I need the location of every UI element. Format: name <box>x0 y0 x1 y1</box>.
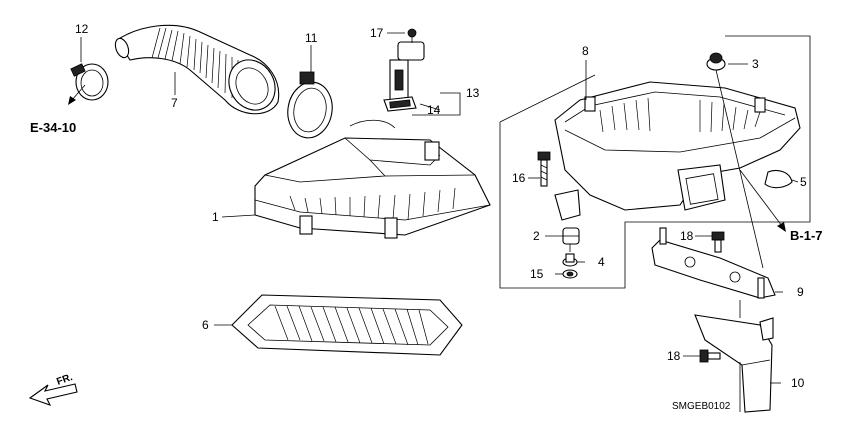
intake-hose-part <box>114 24 280 115</box>
air-cleaner-cover-part <box>254 119 491 239</box>
reference-e-34-10: E-34-10 <box>30 120 76 135</box>
sensor-screw-part <box>407 28 417 43</box>
bracket-upper-part <box>651 227 776 299</box>
collar-part <box>562 253 578 267</box>
assembly-boundary <box>499 35 811 289</box>
callout-2: 2 <box>533 229 540 243</box>
air-cleaner-case-part <box>554 81 801 221</box>
callout-18-upper: 18 <box>680 229 694 243</box>
bolt-lower-part <box>699 349 721 363</box>
hose-clamp-large-part <box>287 71 333 139</box>
callout-11: 11 <box>305 31 318 45</box>
callout-16: 16 <box>512 171 526 185</box>
callout-15: 15 <box>530 267 544 281</box>
ref-b-arrow-icon <box>739 169 786 232</box>
callout-7: 7 <box>171 96 178 110</box>
leader-lines <box>80 32 799 412</box>
callout-9: 9 <box>797 285 804 299</box>
callout-13: 13 <box>466 86 480 100</box>
diagram-code: SMGEB0102 <box>672 401 731 412</box>
callout-12: 12 <box>75 22 89 36</box>
hose-clamp-small-part <box>70 63 109 101</box>
ref-arrow-icon <box>68 84 86 105</box>
callout-3: 3 <box>752 57 759 71</box>
callout-5: 5 <box>800 175 807 189</box>
airflow-sensor-part <box>383 41 425 112</box>
callout-1: 1 <box>212 210 219 224</box>
reference-b-1-7: B-1-7 <box>790 228 823 243</box>
bolt-upper-part <box>711 231 725 253</box>
washer-part <box>562 269 578 279</box>
front-arrow-icon <box>28 383 78 406</box>
callout-17: 17 <box>370 26 384 40</box>
flange-bolt-part <box>537 151 551 187</box>
callout-18-lower: 18 <box>667 349 681 363</box>
air-filter-element-part <box>231 294 463 356</box>
mount-rubber-part <box>562 227 580 245</box>
bracket-lower-part <box>694 314 774 413</box>
callout-8: 8 <box>582 44 589 58</box>
callout-4: 4 <box>598 255 605 269</box>
front-label: FR. <box>55 372 74 388</box>
callout-10: 10 <box>791 376 805 390</box>
clip-part <box>764 169 793 189</box>
callout-14: 14 <box>427 103 441 117</box>
callout-6: 6 <box>202 318 209 332</box>
grommet-part <box>706 52 726 71</box>
